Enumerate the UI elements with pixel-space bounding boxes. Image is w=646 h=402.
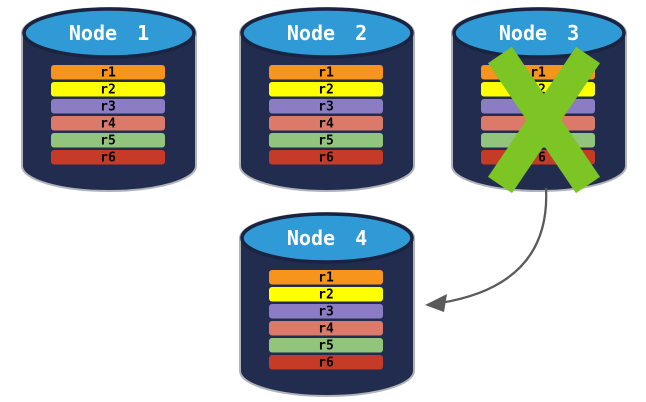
record-bar-r3 bbox=[51, 99, 165, 114]
record-label-r5: r5 bbox=[318, 339, 334, 354]
record-bar-r2 bbox=[269, 82, 383, 97]
record-bar-r6 bbox=[269, 355, 383, 370]
record-bar-r3 bbox=[269, 304, 383, 319]
record-bar-r4 bbox=[51, 116, 165, 131]
record-bar-r4 bbox=[269, 116, 383, 131]
failover-arrow bbox=[425, 187, 548, 312]
record-label-r3: r3 bbox=[318, 100, 334, 115]
node-3: Node 3 r1 r2 r3 r4 r5 r6 bbox=[451, 7, 627, 192]
record-label-r3: r3 bbox=[100, 100, 116, 115]
record-label-r4: r4 bbox=[318, 322, 334, 337]
record-label-r6: r6 bbox=[100, 151, 116, 166]
node-4: Node 4 r1 r2 r3 r4 r5 r6 bbox=[239, 212, 415, 397]
record-label-r1: r1 bbox=[530, 66, 546, 81]
record-bar-r5 bbox=[51, 133, 165, 148]
failover-arrow-line bbox=[439, 187, 548, 305]
record-label-r1: r1 bbox=[318, 271, 334, 286]
record-label-r3: r3 bbox=[530, 100, 546, 115]
node-4-cylinder-top bbox=[240, 212, 414, 264]
record-bar-r2 bbox=[51, 82, 165, 97]
record-label-r4: r4 bbox=[530, 117, 546, 132]
record-bar-r1 bbox=[269, 270, 383, 285]
record-bar-r6 bbox=[269, 150, 383, 165]
node-1-record-list: r1 r2 r3 r4 r5 r6 bbox=[51, 65, 165, 166]
node-1-label: Node 1 bbox=[69, 21, 149, 45]
record-label-r5: r5 bbox=[530, 134, 546, 149]
record-label-r5: r5 bbox=[318, 134, 334, 149]
record-bar-r3 bbox=[269, 99, 383, 114]
record-label-r1: r1 bbox=[100, 66, 116, 81]
record-bar-r1 bbox=[51, 65, 165, 80]
record-label-r2: r2 bbox=[530, 83, 546, 98]
record-label-r6: r6 bbox=[318, 151, 334, 166]
record-bar-r2 bbox=[269, 287, 383, 302]
record-label-r1: r1 bbox=[318, 66, 334, 81]
record-label-r5: r5 bbox=[100, 134, 116, 149]
record-label-r6: r6 bbox=[318, 356, 334, 371]
record-bar-r5 bbox=[269, 133, 383, 148]
node-3-label: Node 3 bbox=[499, 21, 579, 45]
record-bar-r1 bbox=[269, 65, 383, 80]
record-label-r4: r4 bbox=[318, 117, 334, 132]
node-4-record-list: r1 r2 r3 r4 r5 r6 bbox=[269, 270, 383, 371]
record-label-r3: r3 bbox=[318, 305, 334, 320]
record-bar-r5 bbox=[269, 338, 383, 353]
node-1-cylinder-top bbox=[22, 7, 196, 59]
record-bar-r6 bbox=[51, 150, 165, 165]
record-label-r2: r2 bbox=[100, 83, 116, 98]
node-4-label: Node 4 bbox=[287, 226, 367, 250]
record-label-r4: r4 bbox=[100, 117, 116, 132]
node-2: Node 2 r1 r2 r3 r4 r5 r6 bbox=[239, 7, 415, 192]
record-label-r6: r6 bbox=[530, 151, 546, 166]
record-bar-r4 bbox=[269, 321, 383, 336]
node-2-cylinder-top bbox=[240, 7, 414, 59]
record-label-r2: r2 bbox=[318, 288, 334, 303]
node-2-label: Node 2 bbox=[287, 21, 367, 45]
node-2-record-list: r1 r2 r3 r4 r5 r6 bbox=[269, 65, 383, 166]
node-1: Node 1 r1 r2 r3 r4 r5 r6 bbox=[21, 7, 197, 192]
failover-arrow-head-icon bbox=[425, 294, 447, 312]
record-label-r2: r2 bbox=[318, 83, 334, 98]
